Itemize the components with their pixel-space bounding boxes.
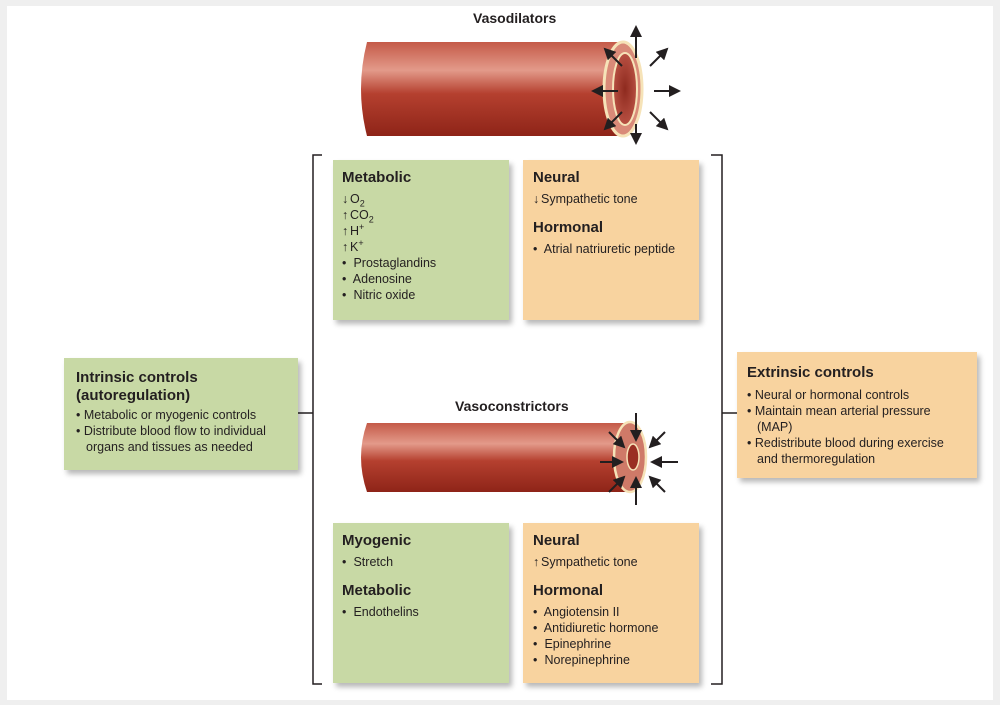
intrinsic-item: organs and tissues as needed <box>86 440 253 454</box>
vasodilators-title: Vasodilators <box>473 10 557 26</box>
bullet-icon: • <box>342 256 347 270</box>
list-item: • Norepinephrine <box>533 653 630 667</box>
extrinsic-controls-box: Extrinsic controls • Neural or hormonal … <box>737 352 977 478</box>
extrinsic-item: • Maintain mean arterial pressure <box>747 404 931 418</box>
list-item: • Prostaglandins <box>342 256 437 270</box>
vasoconstrictor-neural-hormonal-box: Neural ↑Sympathetic tone Hormonal • Angi… <box>523 523 699 683</box>
bullet-icon: • <box>342 272 347 286</box>
up-arrow-icon: ↑ <box>342 240 349 254</box>
down-arrow-icon: ↓ <box>533 192 540 206</box>
bullet-icon: • <box>533 637 538 651</box>
bullet-icon: • <box>342 288 347 302</box>
list-item: • Epinephrine <box>533 637 612 651</box>
bullet-icon: • <box>533 605 538 619</box>
left-bracket <box>312 154 322 685</box>
box-heading: Metabolic <box>342 582 412 599</box>
list-item: ↑H+ <box>342 221 365 238</box>
box-heading: Hormonal <box>533 582 604 599</box>
list-item: • Atrial natriuretic peptide <box>533 242 676 256</box>
box-heading: Neural <box>533 169 580 186</box>
box-heading: Neural <box>533 532 580 549</box>
list-item: • Antidiuretic hormone <box>533 621 659 635</box>
up-arrow-icon: ↑ <box>342 208 349 222</box>
list-item: • Angiotensin II <box>533 605 620 619</box>
dilated-vessel-illustration <box>361 40 644 138</box>
extrinsic-item: (MAP) <box>757 420 793 434</box>
bullet-icon: • <box>533 621 538 635</box>
list-item: ↑CO2 <box>342 208 374 225</box>
vasodilator-metabolic-box: Metabolic ↓O2↑CO2↑H+↑K+• Prostaglandins•… <box>333 160 509 320</box>
intrinsic-heading-line2: (autoregulation) <box>76 387 191 404</box>
up-arrow-icon: ↑ <box>533 555 540 569</box>
list-item: ↑Sympathetic tone <box>533 555 638 569</box>
list-item: • Nitric oxide <box>342 288 416 302</box>
box-heading: Metabolic <box>342 169 412 186</box>
vasoconstrictor-myogenic-metabolic-box: Myogenic • Stretch Metabolic • Endotheli… <box>333 523 509 683</box>
vasoconstrictors-title: Vasoconstrictors <box>455 398 569 414</box>
list-item: ↓Sympathetic tone <box>533 192 638 206</box>
bullet-icon: • <box>533 242 538 256</box>
box-heading: Hormonal <box>533 219 604 236</box>
extrinsic-item: • Neural or hormonal controls <box>747 388 910 402</box>
down-arrow-icon: ↓ <box>342 192 349 206</box>
list-item: • Stretch <box>342 555 394 569</box>
extrinsic-item: • Redistribute blood during exercise <box>747 436 944 450</box>
box-heading: Myogenic <box>342 532 412 549</box>
list-item: ↓O2 <box>342 192 365 209</box>
up-arrow-icon: ↑ <box>342 224 349 238</box>
right-bracket <box>711 154 723 685</box>
extrinsic-heading: Extrinsic controls <box>747 364 874 381</box>
bullet-icon: • <box>342 555 347 569</box>
bullet-icon: • <box>342 605 347 619</box>
list-item: • Endothelins <box>342 605 419 619</box>
intrinsic-item: • Metabolic or myogenic controls <box>76 408 257 422</box>
intrinsic-controls-box: Intrinsic controls (autoregulation) • Me… <box>64 358 298 470</box>
list-item: • Adenosine <box>342 272 412 286</box>
vasodilator-neural-hormonal-box: Neural ↓Sympathetic tone Hormonal • Atri… <box>523 160 699 320</box>
extrinsic-item: and thermoregulation <box>757 452 876 466</box>
bullet-icon: • <box>533 653 538 667</box>
intrinsic-heading-line1: Intrinsic controls <box>76 369 198 386</box>
intrinsic-item: • Distribute blood flow to individual <box>76 424 266 438</box>
list-item: ↑K+ <box>342 237 364 254</box>
